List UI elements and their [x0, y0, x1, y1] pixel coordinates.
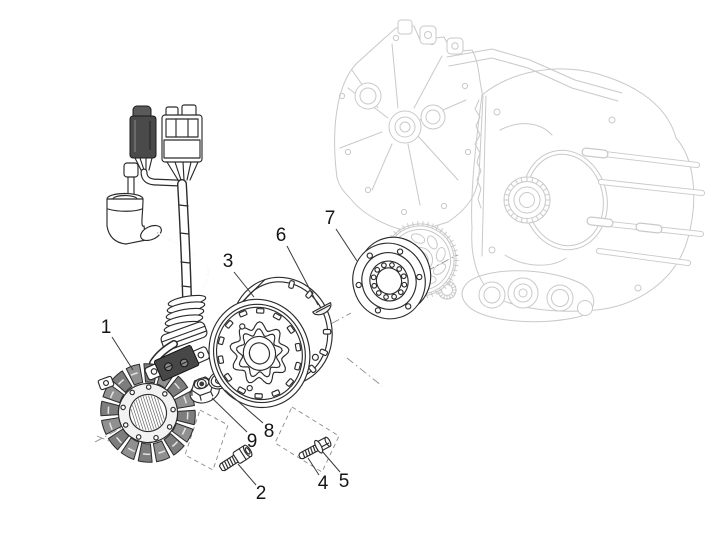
leader-freewheel-flange — [335, 228, 358, 262]
leader-washer — [224, 389, 264, 424]
flywheel-cam-ring — [229, 321, 290, 385]
leader-stator-screw — [237, 463, 257, 486]
callout-label-7: 7 — [325, 208, 336, 229]
crankshaft-gear-boss — [503, 176, 551, 224]
leader-flange-nut — [211, 397, 248, 433]
freewheel-flange — [352, 236, 432, 320]
callout-label-3: 3 — [223, 251, 234, 272]
leader-flange-screw — [307, 457, 320, 476]
leader-flywheel-rotor — [233, 271, 255, 298]
stator-laminations — [130, 395, 165, 431]
stator-coils — [100, 363, 196, 463]
flywheel-vent-slots — [217, 307, 302, 399]
corrugated-boot — [163, 294, 207, 334]
callout-label-9: 9 — [247, 431, 258, 452]
mounting-plane-right — [274, 406, 340, 473]
cap-boot — [140, 224, 162, 242]
stator-tab — [97, 375, 115, 391]
freewheel-sprags — [370, 262, 408, 300]
stator-screw — [218, 444, 253, 472]
flange-screw — [298, 436, 332, 460]
flywheel-rotor — [208, 276, 333, 409]
stator-terminal-block — [144, 345, 211, 382]
woodruff-key — [312, 302, 332, 316]
engine-crankcase-faded — [334, 19, 705, 323]
cap-terminal-tip — [123, 162, 139, 178]
callout-label-1: 1 — [101, 317, 112, 338]
flywheel-face — [212, 303, 306, 404]
callout-label-2: 2 — [256, 483, 267, 504]
stator-mount-holes — [120, 384, 176, 441]
callout-label-4: 4 — [318, 473, 329, 494]
callout-label-5: 5 — [339, 471, 350, 492]
spark-plug-cap — [106, 162, 209, 298]
callout-label-8: 8 — [264, 421, 275, 442]
stator — [100, 363, 196, 463]
flange-bolt-holes — [355, 248, 423, 314]
connector-small — [129, 105, 157, 171]
leader-stator — [111, 336, 134, 371]
callout-label-6: 6 — [276, 225, 287, 246]
spark-wire — [157, 232, 209, 298]
leader-screw-washer — [321, 450, 341, 473]
leader-woodruff-key — [286, 245, 319, 306]
connector-large — [161, 104, 203, 181]
cylinder-studs — [581, 147, 705, 266]
